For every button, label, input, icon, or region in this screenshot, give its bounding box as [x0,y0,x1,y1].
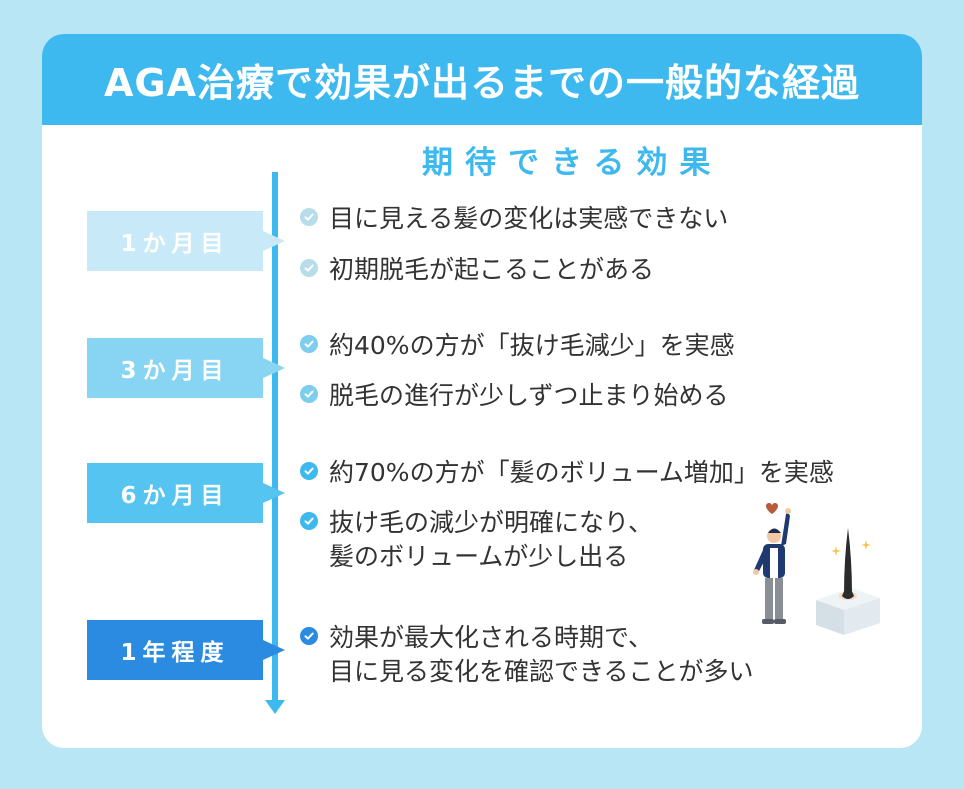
stage-label-1-year: 1年程度 [87,620,285,680]
person-figure [753,508,791,624]
stage-label-3-months: 3か月目 [87,338,285,398]
check-circle-icon [300,335,318,353]
effect-item: 脱毛の進行が少しずつ止まり始める [300,376,729,412]
effect-item-continuation: 目に見る変化を確認できることが多い [329,652,754,688]
card-header: AGA治療で効果が出るまでの一般的な経過 [42,34,922,125]
stage-pointer [263,358,285,378]
effect-text: 脱毛の進行が少しずつ止まり始める [329,381,729,410]
check-circle-icon [300,627,318,645]
effect-item: 効果が最大化される時期で、 [300,618,653,654]
stage-pointer [263,483,285,503]
check-circle-icon [300,385,318,403]
stage-label-6-months: 6か月目 [87,463,285,523]
effect-text: 目に見える髪の変化は実感できない [329,204,729,233]
effect-item: 抜け毛の減少が明確になり、 [300,503,653,539]
check-circle-icon [300,462,318,480]
effect-item: 目に見える髪の変化は実感できない [300,199,728,235]
effect-text: 髪のボリュームが少し出る [329,542,629,571]
timeline-arrow-icon [265,700,285,714]
timeline-line [272,172,278,702]
effect-text: 抜け毛の減少が明確になり、 [329,508,654,537]
effect-text: 初期脱毛が起こることがある [329,255,655,284]
sparkle-icon [861,540,871,550]
stage-pointer [263,640,285,660]
page-title: AGA治療で効果が出るまでの一般的な経過 [103,61,860,105]
effect-text: 効果が最大化される時期で、 [329,623,654,652]
effect-text: 約40%の方が「抜け毛減少」を実感 [329,331,735,360]
effect-item: 約70%の方が「髪のボリューム増加」を実感 [300,453,834,489]
section-subtitle: 期待できる効果 [422,145,723,181]
check-circle-icon [300,208,318,226]
sparkle-icon [831,546,841,556]
hair-follicle-box [816,528,880,635]
check-circle-icon [300,259,318,277]
effect-item-continuation: 髪のボリュームが少し出る [329,537,628,573]
effect-text: 目に見る変化を確認できることが多い [329,657,754,686]
effect-text: 約70%の方が「髪のボリューム増加」を実感 [329,458,834,487]
stage-pointer [263,231,285,251]
heart-icon [766,503,778,514]
check-circle-icon [300,512,318,530]
effect-item: 初期脱毛が起こることがある [300,250,654,286]
stage-label-1-month: 1か月目 [87,211,285,271]
effect-item: 約40%の方が「抜け毛減少」を実感 [300,326,735,362]
hair-growth-illustration [753,503,880,635]
